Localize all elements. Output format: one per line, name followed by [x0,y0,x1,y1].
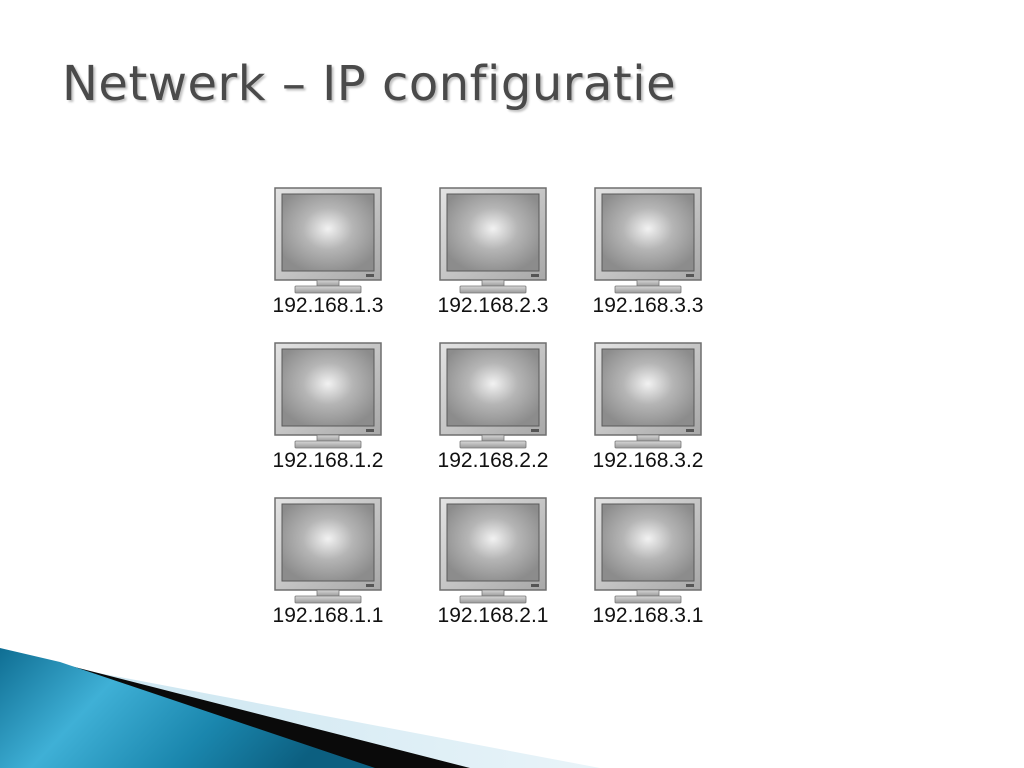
computer-monitor-icon [438,497,548,607]
network-node: 192.168.2.3 [418,187,568,335]
computer-monitor-icon [273,342,383,452]
ip-address-label: 192.168.1.3 [272,294,384,317]
network-node: 192.168.1.3 [253,187,403,335]
network-node: 192.168.3.2 [573,342,723,490]
network-node: 192.168.3.1 [573,497,723,645]
slide-title: Netwerk – IP configuratie [62,56,677,112]
network-node: 192.168.2.2 [418,342,568,490]
ip-address-label: 192.168.2.1 [437,604,549,627]
computer-monitor-icon [273,497,383,607]
computer-monitor-icon [593,497,703,607]
network-node: 192.168.1.1 [253,497,403,645]
computer-monitor-icon [593,342,703,452]
ip-address-label: 192.168.3.1 [592,604,704,627]
computer-monitor-icon [438,342,548,452]
computer-monitor-icon [438,187,548,297]
network-node: 192.168.1.2 [253,342,403,490]
ip-address-label: 192.168.2.2 [437,449,549,472]
ip-address-label: 192.168.1.2 [272,449,384,472]
ip-address-label: 192.168.1.1 [272,604,384,627]
ip-address-label: 192.168.3.3 [592,294,704,317]
computer-monitor-icon [273,187,383,297]
network-node: 192.168.2.1 [418,497,568,645]
ip-address-label: 192.168.2.3 [437,294,549,317]
network-node: 192.168.3.3 [573,187,723,335]
ip-address-label: 192.168.3.2 [592,449,704,472]
computer-monitor-icon [593,187,703,297]
